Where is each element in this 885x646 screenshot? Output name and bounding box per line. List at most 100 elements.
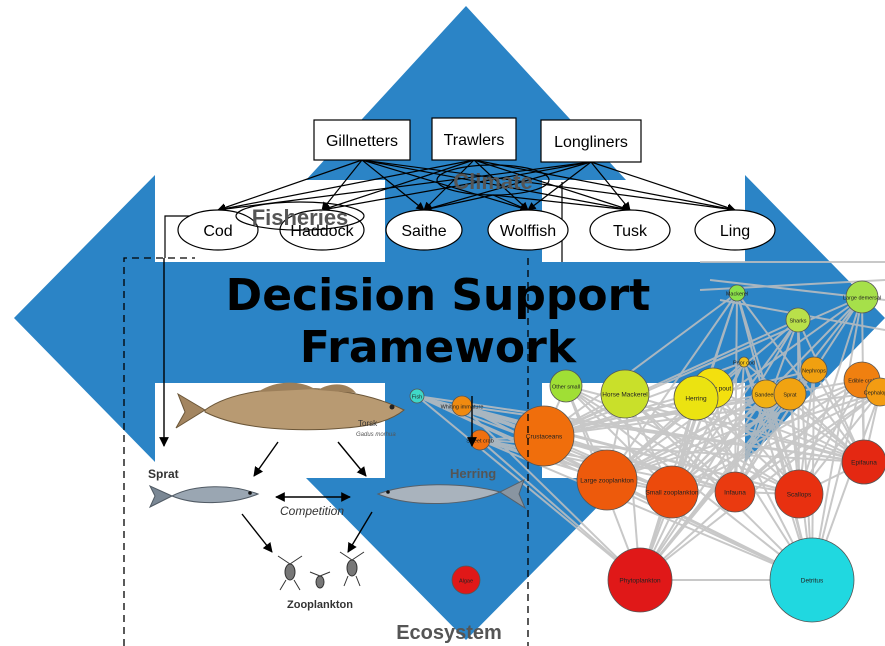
- food-web-node-label: Cephalopods: [864, 391, 885, 397]
- fishery-link: [473, 159, 736, 213]
- species-label: Ling: [720, 223, 750, 240]
- food-web-link: [624, 393, 800, 495]
- food-web-node-other-small: Other small: [549, 369, 583, 403]
- title-banner: Decision Support Framework: [162, 262, 714, 382]
- fisheries-node: [235, 201, 365, 231]
- fishery-link: [361, 159, 529, 212]
- fleet-label: Longliners: [554, 134, 628, 151]
- title-line-2: Framework: [299, 322, 577, 373]
- food-web-link: [416, 395, 608, 481]
- title-line-1: Decision Support: [225, 270, 651, 321]
- fishery-link: [590, 161, 736, 212]
- food-web-link: [461, 405, 641, 581]
- food-web-node-label: Horse Mackerel: [602, 392, 648, 399]
- food-web-node-label: Detritus: [801, 578, 824, 585]
- fishery-link: [590, 161, 631, 211]
- fishery-link: [217, 159, 475, 213]
- ecosystem-label: Ecosystem: [396, 622, 502, 644]
- food-web-node-nephrops: Nephrops: [800, 356, 828, 384]
- food-web-node-epifauna: Epifauna: [841, 439, 885, 485]
- food-web-node-label: Fish: [412, 395, 422, 401]
- food-web-link: [712, 387, 865, 463]
- food-web-node-poor-cod: Poor cod: [733, 356, 755, 368]
- fishery-link: [321, 161, 592, 213]
- food-web-node-label: Sweet crab: [466, 439, 494, 445]
- food-web-node-algae: Algae: [451, 565, 481, 595]
- sprat-label: Sprat: [148, 467, 179, 481]
- fishery-link: [473, 159, 529, 211]
- fleet-label: Gillnetters: [326, 133, 398, 150]
- fishery-link: [217, 159, 363, 212]
- climate-link: [423, 194, 494, 213]
- food-web-link: [639, 393, 767, 581]
- food-web-link: [543, 435, 736, 493]
- species-saithe: Saithe: [385, 209, 463, 251]
- food-web-node-infauna: Infauna: [714, 471, 756, 513]
- food-web-node-label: Mackerel: [726, 292, 748, 298]
- food-web-node-small-zooplankton: Small zooplankton: [645, 465, 699, 519]
- food-web-node-mackerel: Mackerel: [726, 284, 748, 302]
- food-web-node-cephalopods: Cephalopods: [864, 377, 885, 407]
- four-way-arrow: [14, 6, 885, 640]
- food-web-node-large-zooplankton: Large zooplankton: [576, 449, 638, 511]
- competition-label: Competition: [280, 504, 344, 518]
- food-web-node-crustaceans: Crustaceans: [513, 405, 575, 467]
- species-label: Saithe: [401, 223, 446, 240]
- food-web-node-label: Large demersal: [843, 296, 881, 302]
- herring-illustration: [376, 478, 527, 510]
- climate-link: [492, 194, 529, 211]
- climate-node: [436, 164, 550, 196]
- food-web-node-label: Small zooplankton: [645, 490, 698, 497]
- food-web-node-label: Scallops: [787, 492, 812, 499]
- food-web-node-label: Other small: [552, 385, 580, 391]
- food-web-node-label: Algae: [459, 579, 473, 585]
- food-web-node-scallops: Scallops: [774, 469, 824, 519]
- food-web-node-label: Sandeels: [755, 393, 778, 399]
- food-web-link: [639, 391, 881, 581]
- fishery-link: [217, 161, 592, 214]
- food-web-link: [543, 319, 799, 437]
- food-web-link: [624, 393, 736, 493]
- species-label: Cod: [203, 223, 232, 240]
- food-web-node-label: Whiting immature: [441, 405, 484, 411]
- species-tusk: Tusk: [589, 209, 671, 251]
- food-web-link: [479, 439, 641, 581]
- food-web-link: [639, 319, 799, 581]
- food-web-node-label: Edible crab: [848, 379, 876, 385]
- food-web-node-sprat: Sprat: [773, 377, 807, 411]
- food-web-link: [798, 296, 863, 495]
- fishery-link: [423, 161, 592, 212]
- food-web-node-label: Large zooplankton: [580, 478, 634, 485]
- fisheries-label: Fisheries: [252, 205, 349, 230]
- cod-illustration: [175, 382, 405, 431]
- food-web-link: [695, 397, 865, 463]
- fleet-trawlers: Trawlers: [431, 117, 517, 161]
- torsk-subcaption: Gadus morhua: [356, 432, 396, 438]
- species-cod: Cod: [177, 209, 259, 251]
- fishery-link: [361, 159, 425, 211]
- food-web-node-phytoplankton: Phytoplankton: [607, 547, 673, 613]
- food-web-node-label: Nephrops: [802, 369, 826, 375]
- food-web-link: [797, 319, 865, 463]
- zooplankton-illustration: [277, 551, 365, 591]
- ecosystem-arrows: [159, 258, 477, 553]
- food-web-node-label: Sharks: [789, 319, 806, 325]
- food-web-node-label: Phytoplankton: [619, 578, 661, 585]
- food-web-link: [565, 385, 736, 493]
- food-web-link: [671, 319, 799, 493]
- species-label: Wolffish: [500, 223, 556, 240]
- food-web-node-label: Crustaceans: [526, 434, 563, 441]
- food-web-link: [624, 393, 865, 463]
- food-web-node-label: Infauna: [724, 490, 746, 497]
- zooplankton-label: Zooplankton: [287, 599, 353, 611]
- torsk-caption: Torsk: [358, 419, 378, 428]
- climate-label: Climate: [453, 169, 532, 194]
- food-web-node-label: Sprat: [783, 393, 797, 399]
- fishery-link: [527, 161, 592, 211]
- sprat-illustration: [148, 484, 260, 509]
- fleet-gillnetters: Gillnetters: [313, 119, 411, 161]
- fishery-link: [321, 159, 475, 212]
